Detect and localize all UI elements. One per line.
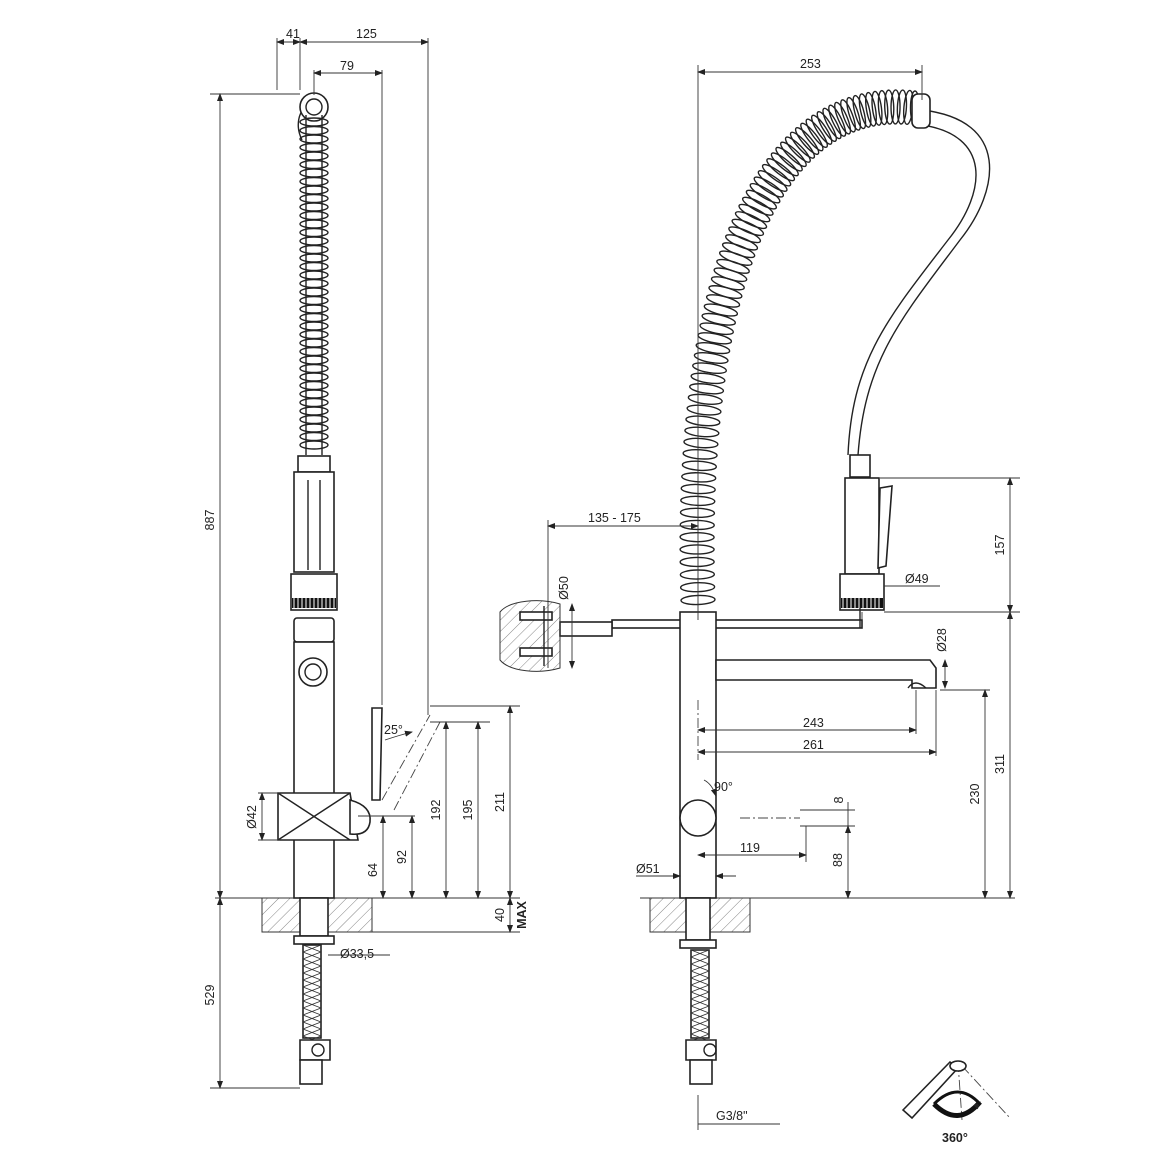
dim-dia-42: Ø42 xyxy=(245,805,259,829)
dim-261: 261 xyxy=(803,738,824,752)
spray-head-side xyxy=(293,471,335,573)
spray-head-front xyxy=(844,477,880,575)
dim-41: 41 xyxy=(286,27,300,41)
spout xyxy=(715,659,937,689)
dim-529: 529 xyxy=(203,985,217,1006)
dim-195: 195 xyxy=(461,800,475,821)
dim-dia-49: Ø49 xyxy=(905,572,929,586)
spring-coil-side xyxy=(297,92,329,455)
dim-dia-51: Ø51 xyxy=(636,862,660,876)
dim-135-175: 135 - 175 xyxy=(588,511,641,525)
rotation-label: 360° xyxy=(942,1131,968,1145)
dim-79: 79 xyxy=(340,59,354,73)
dim-253: 253 xyxy=(800,57,821,71)
side-dimensions: 41 125 79 887 529 25° Ø42 xyxy=(203,27,529,1089)
front-view: 253 135 - 175 Ø50 157 Ø49 Ø28 243 xyxy=(499,57,1020,1130)
dim-887: 887 xyxy=(203,510,217,531)
dim-311: 311 xyxy=(993,754,1007,774)
dim-192: 192 xyxy=(429,800,443,821)
dim-40: 40 xyxy=(493,908,507,922)
dim-dia-50: Ø50 xyxy=(557,576,571,600)
dim-8: 8 xyxy=(832,796,846,803)
dim-211: 211 xyxy=(493,792,507,812)
dim-dia-28: Ø28 xyxy=(935,628,949,652)
dim-g3-8: G3/8" xyxy=(716,1109,748,1123)
dim-157: 157 xyxy=(993,535,1007,556)
dim-dia-33-5: Ø33,5 xyxy=(340,947,374,961)
dim-230: 230 xyxy=(968,784,982,805)
side-view: 41 125 79 887 529 25° Ø42 xyxy=(203,27,529,1089)
dim-88: 88 xyxy=(831,853,845,867)
dim-243: 243 xyxy=(803,716,824,730)
dim-angle-90: 90° xyxy=(714,780,733,794)
dim-angle-25: 25° xyxy=(384,723,403,737)
dim-64: 64 xyxy=(366,863,380,877)
dim-max: MAX xyxy=(515,900,529,928)
spray-holder-top xyxy=(297,455,331,473)
knob-front xyxy=(679,799,717,837)
dim-119: 119 xyxy=(740,841,760,855)
front-dimensions: 253 135 - 175 Ø50 157 Ø49 Ø28 243 xyxy=(547,57,1020,1130)
rotation-360-symbol: 360° xyxy=(901,1060,1011,1145)
dim-92: 92 xyxy=(395,850,409,864)
lever-handle xyxy=(371,707,383,801)
rotation-arrow-icon xyxy=(932,1100,982,1118)
pivot-knob-side xyxy=(298,657,328,687)
dim-125: 125 xyxy=(356,27,377,41)
